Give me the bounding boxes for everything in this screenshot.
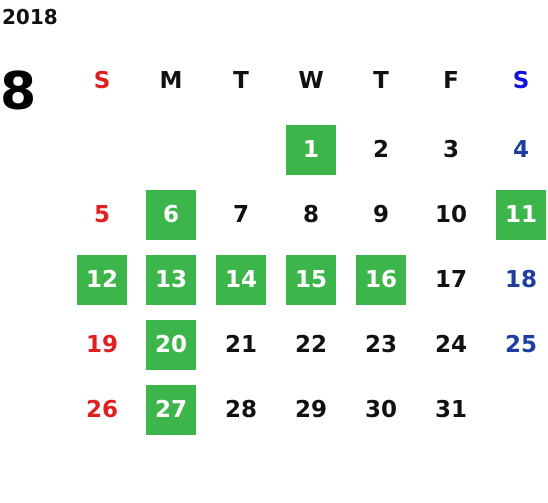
day-cell-3[interactable]: 3 — [442, 137, 459, 163]
day-cell-2[interactable]: 2 — [372, 137, 389, 163]
day-cell-23[interactable]: 23 — [364, 332, 397, 358]
day-cell-25[interactable]: 25 — [504, 332, 537, 358]
day-cell-24[interactable]: 24 — [434, 332, 467, 358]
day-cell-27[interactable]: 27 — [146, 385, 196, 435]
day-cell-21[interactable]: 21 — [224, 332, 257, 358]
day-cell-7[interactable]: 7 — [232, 202, 249, 228]
calendar-month: 8 — [0, 62, 37, 122]
day-cell-31[interactable]: 31 — [434, 397, 467, 423]
day-cell-8[interactable]: 8 — [302, 202, 319, 228]
day-cell-15[interactable]: 15 — [286, 255, 336, 305]
weekday-header-friday: F — [443, 68, 459, 94]
day-cell-19[interactable]: 19 — [85, 332, 118, 358]
weekday-header-saturday: S — [512, 68, 530, 94]
weekday-header-monday: M — [159, 68, 183, 94]
calendar-year: 2018 — [2, 5, 58, 29]
weekday-header-thursday: T — [373, 68, 389, 94]
day-cell-4[interactable]: 4 — [512, 137, 529, 163]
weekday-header-sunday: S — [93, 68, 111, 94]
day-cell-10[interactable]: 10 — [434, 202, 467, 228]
day-cell-30[interactable]: 30 — [364, 397, 397, 423]
day-cell-18[interactable]: 18 — [504, 267, 537, 293]
day-cell-1[interactable]: 1 — [286, 125, 336, 175]
day-cell-5[interactable]: 5 — [93, 202, 110, 228]
day-cell-16[interactable]: 16 — [356, 255, 406, 305]
day-cell-13[interactable]: 13 — [146, 255, 196, 305]
day-cell-26[interactable]: 26 — [85, 397, 118, 423]
day-cell-17[interactable]: 17 — [434, 267, 467, 293]
weekday-header-wednesday: W — [298, 68, 324, 94]
day-cell-28[interactable]: 28 — [224, 397, 257, 423]
day-cell-12[interactable]: 12 — [77, 255, 127, 305]
day-cell-6[interactable]: 6 — [146, 190, 196, 240]
weekday-header-tuesday: T — [233, 68, 249, 94]
day-cell-20[interactable]: 20 — [146, 320, 196, 370]
day-cell-29[interactable]: 29 — [294, 397, 327, 423]
day-cell-9[interactable]: 9 — [372, 202, 389, 228]
day-cell-11[interactable]: 11 — [496, 190, 546, 240]
day-cell-14[interactable]: 14 — [216, 255, 266, 305]
day-cell-22[interactable]: 22 — [294, 332, 327, 358]
